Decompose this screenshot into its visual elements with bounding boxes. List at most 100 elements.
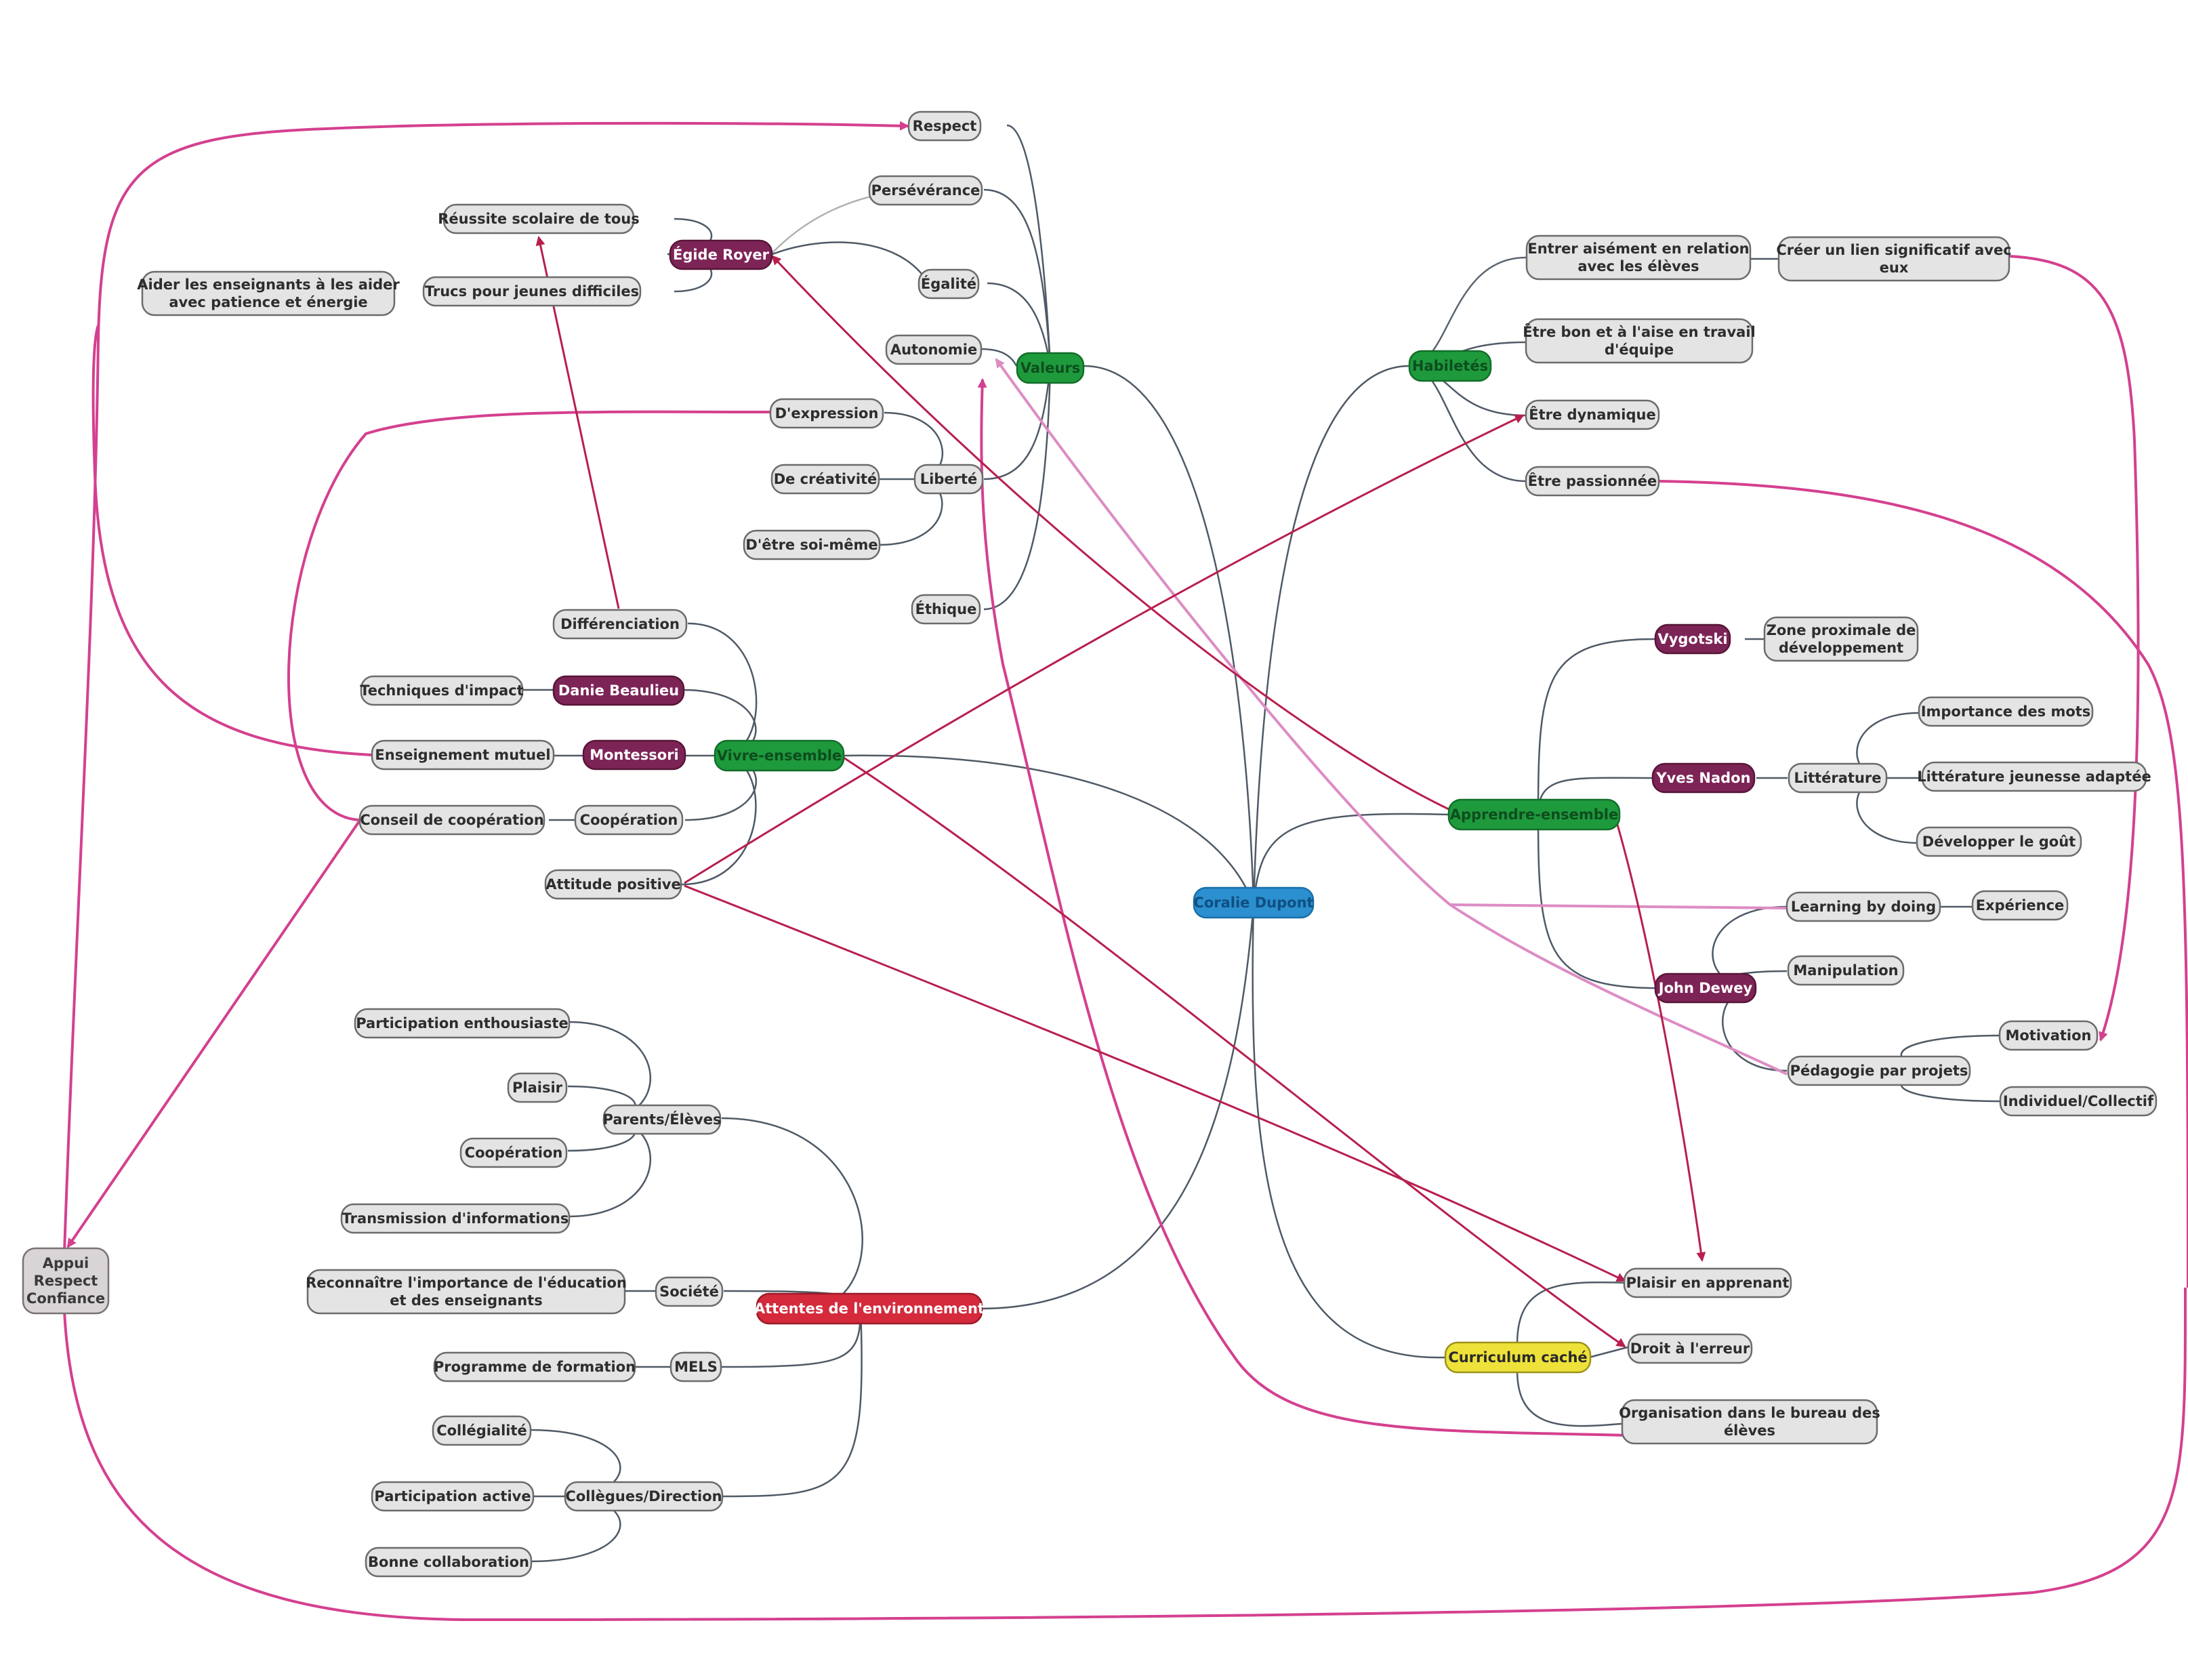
node-plaisirapp-box — [1623, 1267, 1792, 1298]
node-expression-label: D'expression — [775, 405, 879, 422]
node-root[interactable]: Coralie Dupont — [1193, 886, 1315, 919]
node-respect[interactable]: Respect — [907, 110, 982, 142]
node-apprendre[interactable]: Apprendre-ensemble — [1447, 798, 1621, 831]
node-aider-label: Aider les enseignants à les aider — [137, 276, 400, 293]
node-parents-label: Parents/Élèves — [603, 1111, 722, 1128]
node-creativite[interactable]: De créativité — [770, 464, 880, 495]
node-participation[interactable]: Participation enthousiaste — [354, 1008, 571, 1039]
node-danie-box — [552, 675, 685, 706]
link-attitude-plaisir — [684, 884, 1626, 1282]
node-danie[interactable]: Danie Beaulieu — [552, 675, 685, 706]
node-droit[interactable]: Droit à l'erreur — [1627, 1333, 1753, 1364]
node-learning[interactable]: Learning by doing — [1786, 891, 1941, 922]
node-dewey[interactable]: John Dewey — [1654, 972, 1757, 1004]
node-conseil[interactable]: Conseil de coopération — [358, 804, 545, 836]
node-attentes[interactable]: Attentes de l'environnement — [754, 1292, 985, 1325]
node-developper-label: Développer le goût — [1922, 834, 2076, 850]
node-attitude[interactable]: Attitude positive — [544, 869, 682, 900]
node-respect-box — [907, 110, 982, 142]
node-importance[interactable]: Importance des mots — [1918, 696, 2094, 727]
node-experience[interactable]: Expérience — [1971, 890, 2069, 921]
node-valeurs[interactable]: Valeurs — [1016, 352, 1085, 384]
link-apprendre-egide — [771, 255, 1451, 811]
node-parents[interactable]: Parents/Élèves — [603, 1104, 722, 1135]
node-techniques[interactable]: Techniques d'impact — [360, 675, 524, 706]
node-trucs[interactable]: Trucs pour jeunes difficiles — [422, 276, 642, 307]
node-expression[interactable]: D'expression — [769, 398, 884, 429]
node-individuel[interactable]: Individuel/Collectif — [1999, 1086, 2158, 1117]
node-egalite[interactable]: Égalité — [917, 268, 980, 300]
node-enseignement[interactable]: Enseignement mutuel — [371, 739, 555, 771]
node-programme-label: Programme de formation — [434, 1359, 636, 1375]
node-yves-box — [1651, 762, 1756, 794]
node-transmission[interactable]: Transmission d'informations — [340, 1203, 571, 1234]
node-bonne[interactable]: Bonne collaboration — [365, 1546, 533, 1578]
node-reussite[interactable]: Réussite scolaire de tous — [438, 203, 640, 234]
node-dynamique[interactable]: Être dynamique — [1525, 399, 1660, 430]
node-differenciation-label: Différenciation — [560, 616, 680, 632]
node-cooperation1[interactable]: Coopération — [574, 804, 684, 836]
node-aider-box — [141, 270, 396, 316]
node-egalite-box — [917, 268, 980, 300]
node-reconnaitre-box — [306, 1269, 626, 1315]
node-montessori-box — [582, 739, 686, 771]
node-motivation[interactable]: Motivation — [1998, 1020, 2099, 1051]
node-perseverance-box — [868, 175, 983, 206]
node-reconnaitre[interactable]: Reconnaître l'importance de l'éducatione… — [306, 1269, 627, 1315]
node-mels-box — [669, 1351, 722, 1382]
node-vivre[interactable]: Vivre-ensemble — [714, 739, 845, 772]
node-developper-box — [1916, 826, 2082, 857]
node-curriculum[interactable]: Curriculum caché — [1444, 1341, 1592, 1374]
node-yves[interactable]: Yves Nadon — [1651, 762, 1756, 794]
node-attitude-label: Attitude positive — [545, 876, 680, 893]
node-perseverance[interactable]: Persévérance — [868, 175, 983, 206]
node-liberte[interactable]: Liberté — [913, 464, 984, 495]
node-vygotski[interactable]: Vygotski — [1654, 623, 1731, 655]
node-plaisir[interactable]: Plaisir — [507, 1072, 568, 1103]
node-mels[interactable]: MELS — [669, 1351, 722, 1382]
node-collegialite[interactable]: Collégialité — [432, 1415, 532, 1446]
node-egide[interactable]: Égide Royer — [669, 239, 773, 270]
node-soimeme[interactable]: D'être soi-même — [743, 529, 881, 560]
node-apprendre-box — [1447, 798, 1621, 831]
node-societe[interactable]: Société — [655, 1276, 724, 1307]
node-techniques-label: Techniques d'impact — [360, 682, 524, 699]
node-developper[interactable]: Développer le goût — [1916, 826, 2082, 857]
node-pedagogie[interactable]: Pédagogie par projets — [1787, 1055, 1971, 1086]
node-differenciation[interactable]: Différenciation — [552, 609, 688, 640]
node-collegues-box — [564, 1481, 724, 1512]
node-autonomie[interactable]: Autonomie — [885, 334, 983, 365]
node-manipulation[interactable]: Manipulation — [1787, 955, 1905, 986]
node-creer-label: Créer un lien significatif avec — [1776, 242, 2011, 258]
node-expression-box — [769, 398, 884, 429]
node-habiletes-label: Habiletés — [1412, 358, 1488, 374]
node-partactive[interactable]: Participation active — [371, 1481, 535, 1512]
node-egalite-label: Égalité — [921, 275, 976, 292]
node-vivre-box — [714, 739, 845, 772]
link-learning-back — [1449, 903, 1788, 909]
node-cooperation2[interactable]: Coopération — [459, 1137, 568, 1168]
node-vygotski-label: Vygotski — [1657, 631, 1727, 647]
node-passionnee[interactable]: Être passionnée — [1525, 466, 1660, 497]
node-perseverance-label: Persévérance — [871, 182, 981, 199]
node-root-label: Coralie Dupont — [1193, 895, 1313, 911]
node-habiletes[interactable]: Habiletés — [1408, 350, 1492, 382]
node-collegues[interactable]: Collègues/Direction — [564, 1481, 724, 1512]
node-litterature[interactable]: Littérature — [1788, 762, 1888, 794]
node-montessori[interactable]: Montessori — [582, 739, 686, 771]
node-litjeunesse[interactable]: Littérature jeunesse adaptée — [1917, 761, 2151, 792]
node-ethique-label: Éthique — [915, 600, 977, 617]
node-ethique[interactable]: Éthique — [911, 594, 981, 625]
node-autonomie-label: Autonomie — [890, 342, 977, 358]
node-plaisirapp[interactable]: Plaisir en apprenant — [1623, 1267, 1792, 1298]
node-creativite-box — [770, 464, 880, 495]
node-programme[interactable]: Programme de formation — [433, 1351, 636, 1382]
node-enseignement-label: Enseignement mutuel — [375, 747, 550, 763]
